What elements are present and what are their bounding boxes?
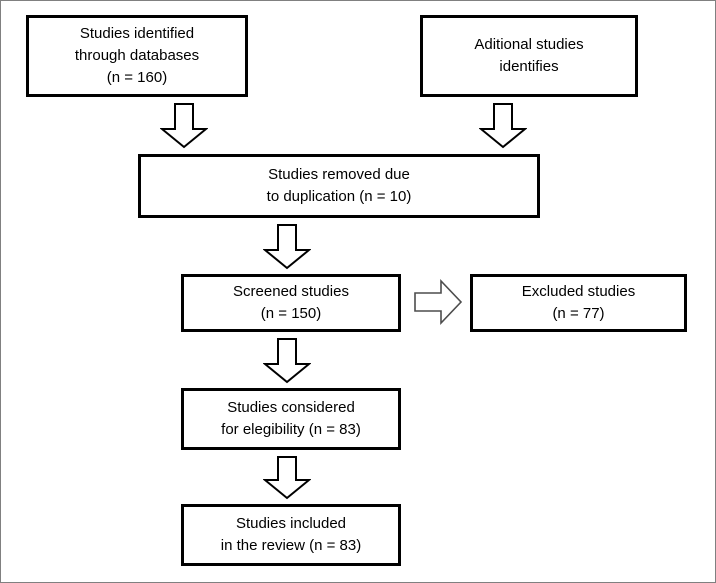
- node-label: Studies removed due to duplication (n = …: [266, 166, 412, 205]
- down-arrow-icon: [263, 338, 311, 384]
- right-arrow-icon: [414, 279, 463, 325]
- node-studies-removed-duplication[interactable]: Studies removed due to duplication (n = …: [138, 154, 540, 218]
- node-label: Studies considered for elegibility (n = …: [221, 399, 361, 438]
- down-arrow-icon: [263, 456, 311, 500]
- arrow-down-identified-to-duplicates: [160, 102, 208, 149]
- down-arrow-icon: [160, 103, 208, 149]
- down-arrow-icon: [263, 224, 311, 270]
- node-screened-studies[interactable]: Screened studies (n = 150): [181, 274, 401, 332]
- node-label: Screened studies (n = 150): [233, 283, 349, 322]
- node-excluded-studies[interactable]: Excluded studies (n = 77): [470, 274, 687, 332]
- node-label: Studies identified through databases (n …: [74, 25, 200, 86]
- down-arrow-icon: [479, 103, 527, 149]
- node-label: Studies included in the review (n = 83): [220, 515, 362, 554]
- node-label: Excluded studies (n = 77): [521, 283, 636, 322]
- node-studies-identified[interactable]: Studies identified through databases (n …: [26, 15, 248, 97]
- arrow-down-additional-to-duplicates: [479, 102, 527, 149]
- arrow-down-duplicates-to-screened: [263, 223, 311, 270]
- arrow-down-eligibility-to-included: [263, 455, 311, 500]
- node-additional-studies[interactable]: Aditional studies identifies: [420, 15, 638, 97]
- node-label: Aditional studies identifies: [474, 36, 584, 75]
- node-studies-considered-eligibility[interactable]: Studies considered for elegibility (n = …: [181, 388, 401, 450]
- node-studies-included-review[interactable]: Studies included in the review (n = 83): [181, 504, 401, 566]
- arrow-right-screened-to-excluded: [413, 277, 463, 327]
- arrow-down-screened-to-eligibility: [263, 337, 311, 384]
